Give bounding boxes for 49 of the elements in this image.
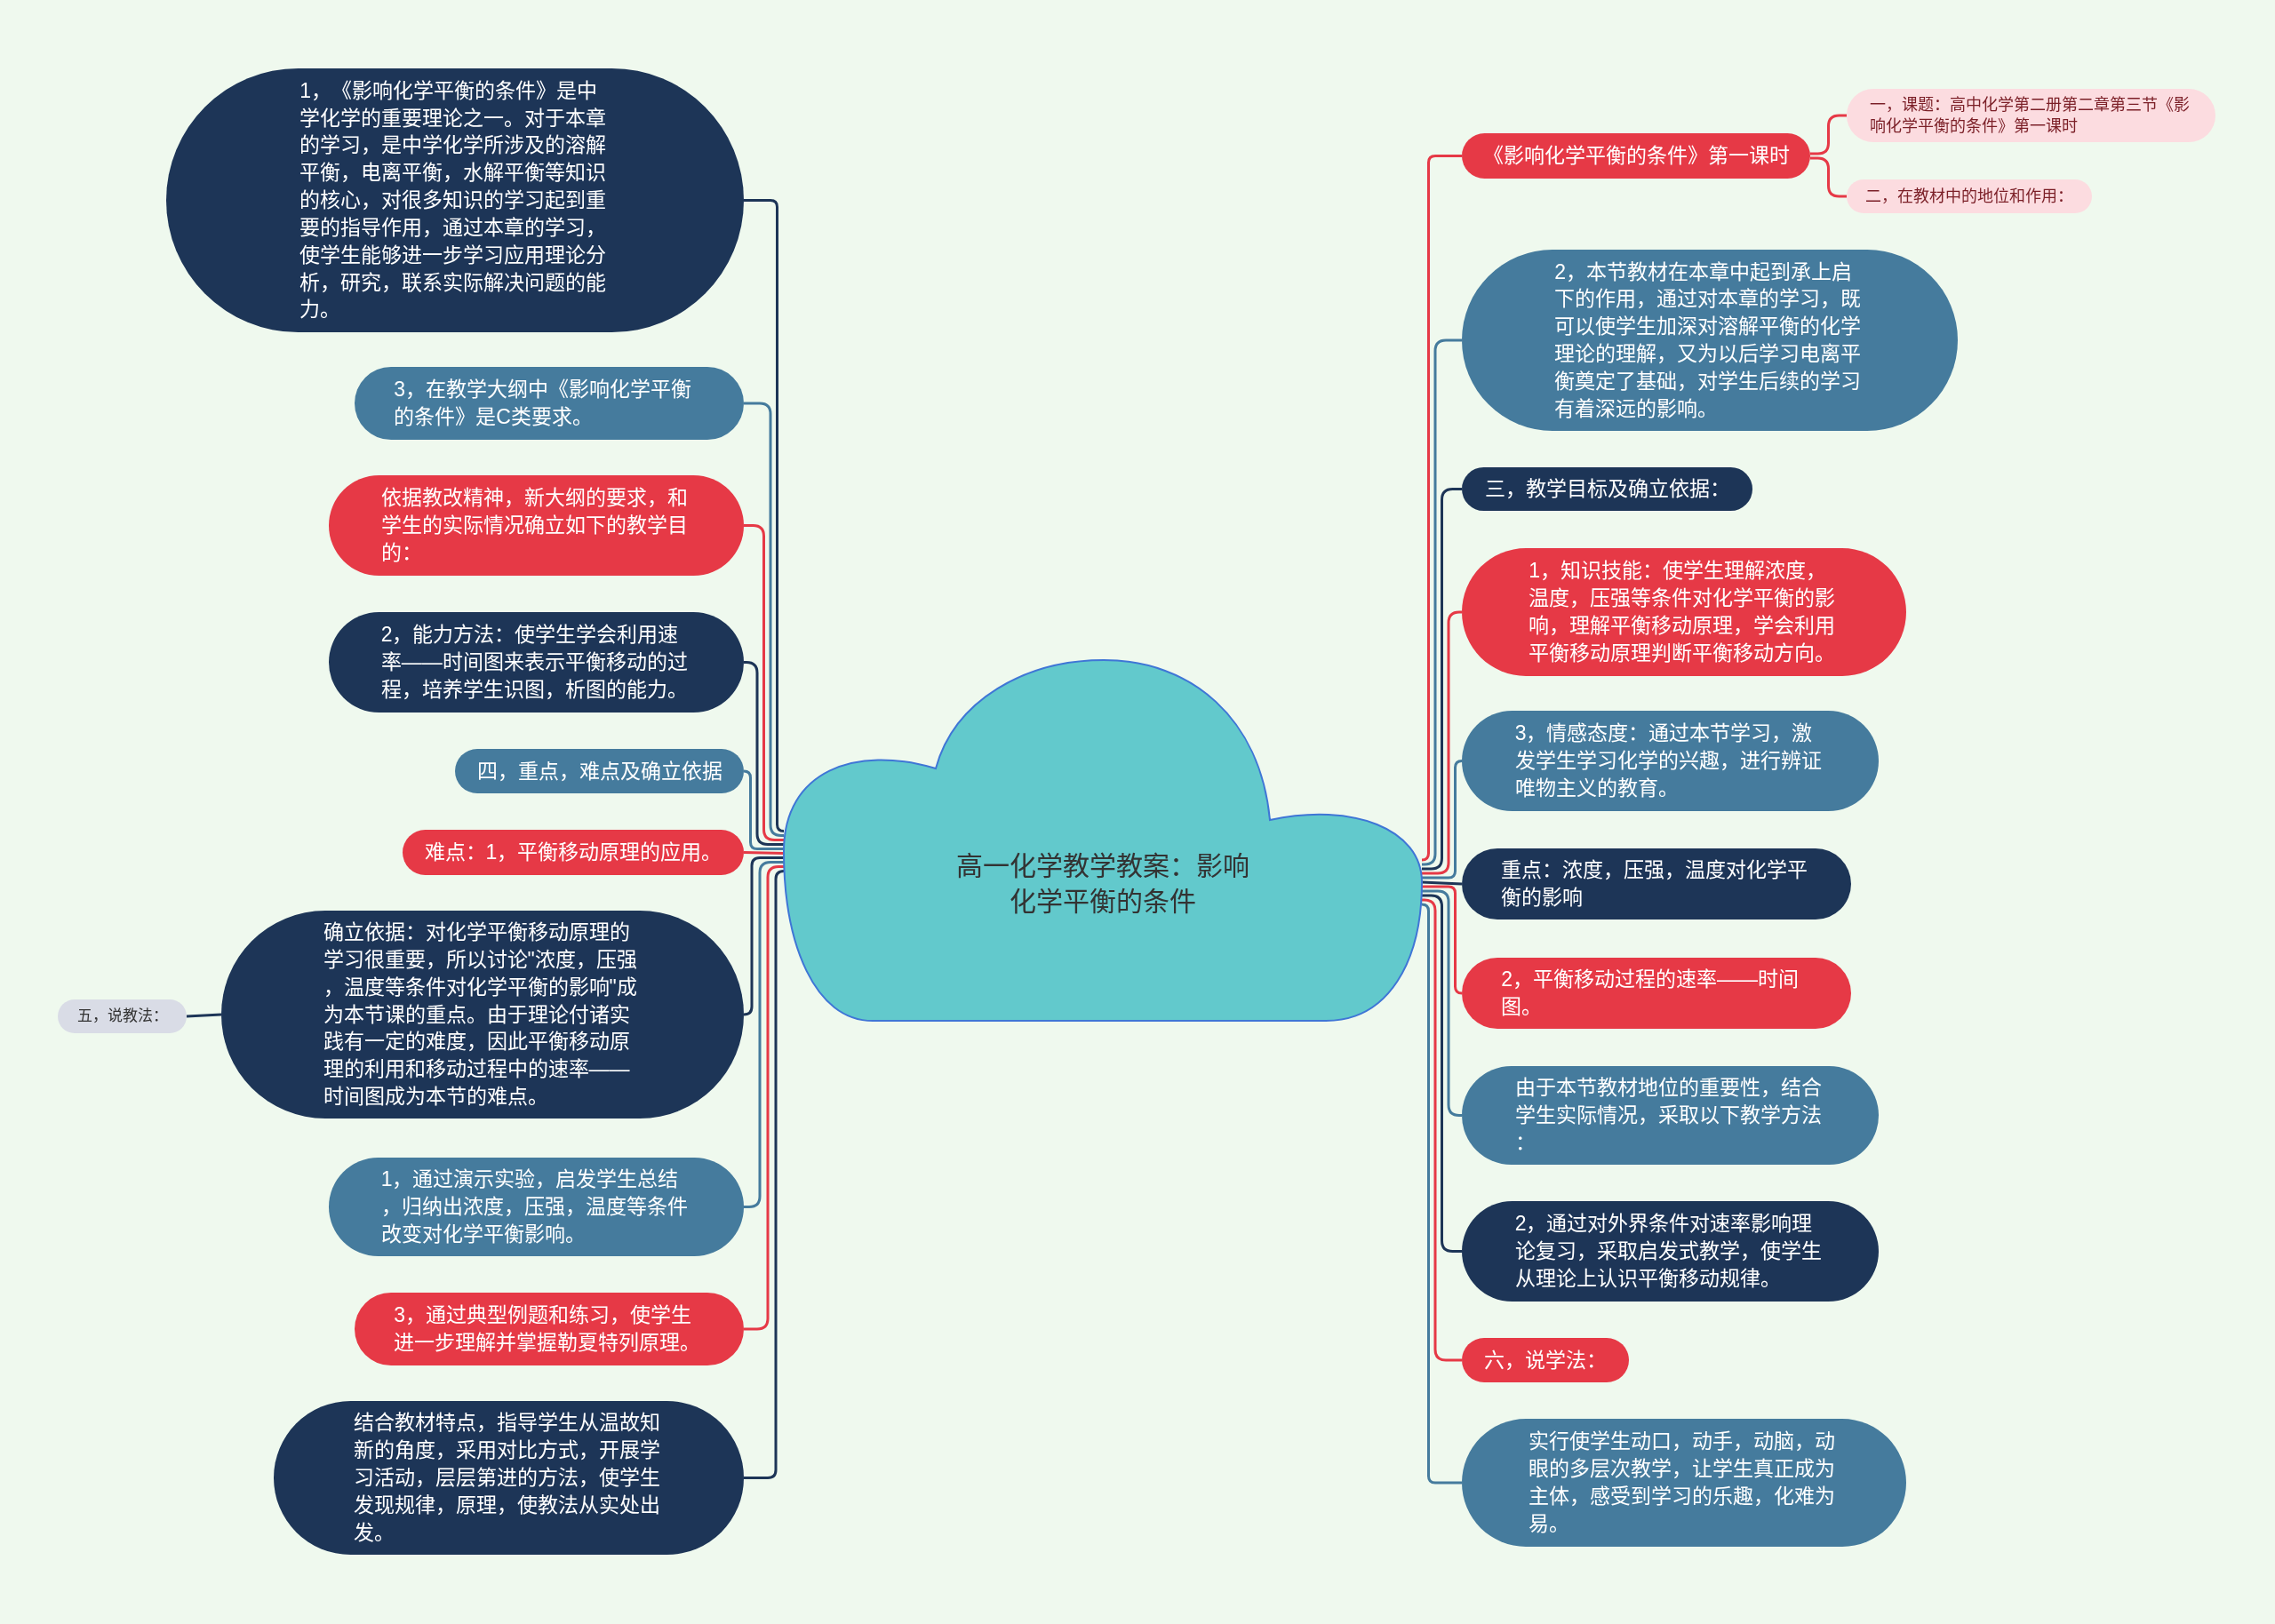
connector-line: [1810, 156, 1847, 198]
topic-pill: 1，通过演示实验，启发学生总结，归纳出浓度，压强，温度等条件改变对化学平衡影响。: [329, 1158, 744, 1256]
connector-line: [744, 402, 785, 837]
topic-pill: 由于本节教材地位的重要性，结合学生实际情况，采取以下教学方法：: [1462, 1066, 1879, 1165]
subtopic-pill: 一，课题：高中化学第二册第二章第三节《影响化学平衡的条件》第一课时: [1847, 89, 2215, 142]
topic-pill: 六，说学法：: [1462, 1338, 1629, 1382]
subtopic-pill: 二，在教材中的地位和作用：: [1847, 179, 2092, 213]
topic-pill: 结合教材特点，指导学生从温故知新的角度，采用对比方式，开展学习活动，层层第进的方法，使学生发现规律，原理，使教法从实处出发。: [274, 1401, 744, 1555]
connector-line: [1422, 889, 1462, 1117]
topic-pill: 1，《影响化学平衡的条件》是中学化学的重要理论之一。对于本章的学习，是中学化学所涉及的溶解平衡，电离平衡，水解平衡等知识的核心，对很多知识的学习起到重要的指导作用，通过本章的学习，使学生能够进一步学习应用理论分析，研究，联系实际解决问题的能力。: [166, 68, 744, 332]
connector-line: [1421, 898, 1462, 1362]
topic-pill: 实行使学生动口，动手，动脑，动眼的多层次教学，让学生真正成为主体，感受到学习的乐趣，化难为易。: [1462, 1419, 1906, 1547]
connector-line: [1422, 760, 1464, 880]
topic-pill: 2，平衡移动过程的速率——时间图。: [1462, 958, 1851, 1029]
connector-line: [744, 861, 784, 1208]
topic-pill: 三，教学目标及确立依据：: [1462, 467, 1752, 511]
connector-line: [744, 870, 786, 1479]
topic-pill: 3，通过典型例题和练习，使学生进一步理解并掌握勒夏特列原理。: [355, 1293, 744, 1365]
connector-line: [1422, 488, 1462, 871]
topic-pill: 2，能力方法：使学生学会利用速率——时间图来表示平衡移动的过程，培养学生识图，析图的能力。: [329, 612, 744, 712]
connector-line: [742, 769, 784, 850]
connector-line: [744, 865, 784, 1331]
connector-line: [1421, 338, 1462, 866]
note-pill: 五，说教法：: [58, 999, 187, 1033]
connector-line: [744, 661, 784, 846]
topic-pill: 3，情感态度：通过本节学习，激发学生学习化学的兴趣，进行辨证唯物主义的教育。: [1462, 711, 1879, 811]
topic-pill: 重点：浓度，压强，温度对化学平衡的影响: [1462, 848, 1851, 919]
connector-line: [742, 856, 784, 1016]
connector-line: [744, 199, 786, 832]
topic-pill: 难点：1，平衡移动原理的应用。: [403, 830, 744, 875]
connector-line: [743, 851, 785, 855]
connector-line: [186, 1013, 222, 1018]
connector-line: [1810, 114, 1847, 155]
topic-pill: 《影响化学平衡的条件》第一课时: [1462, 133, 1810, 179]
topic-pill: 依据教改精神，新大纲的要求，和学生的实际情况确立如下的教学目的：: [329, 475, 744, 576]
topic-pill: 2，本节教材在本章中起到承上启下的作用，通过对本章的学习，既可以使学生加深对溶解平衡的化学理论的理解，又为以后学习电离平衡奠定了基础，对学生后续的学习有着深远的影响。: [1462, 250, 1958, 431]
topic-pill: 四，重点，难点及确立依据: [455, 749, 744, 793]
connector-line: [1422, 610, 1462, 875]
connector-line: [1420, 155, 1462, 862]
connector-line: [1422, 885, 1464, 995]
connector-line: [1422, 894, 1462, 1253]
connector-line: [744, 524, 784, 841]
topic-pill: 确立依据：对化学平衡移动原理的学习很重要，所以讨论"浓度，压强，温度等条件对化学平衡的影响"成为本节课的重点。由于理论付诸实践有一定的难度，因此平衡移动原理的利用和移动过程中的速率——时间图成为本节的难点。: [221, 911, 744, 1118]
topic-pill: 2，通过对外界条件对速率影响理论复习，采取启发式教学，使学生从理论上认识平衡移动规律。: [1462, 1201, 1879, 1302]
central-cloud: 高一化学教学教案：影响化学平衡的条件: [784, 660, 1422, 1023]
connector-line: [1420, 903, 1462, 1485]
connector-line: [1421, 880, 1463, 886]
topic-pill: 1，知识技能：使学生理解浓度，温度，压强等条件对化学平衡的影响，理解平衡移动原理，学会利用平衡移动原理判断平衡移动方向。: [1462, 548, 1906, 676]
topic-pill: 3，在教学大纲中《影响化学平衡的条件》是C类要求。: [355, 367, 744, 440]
